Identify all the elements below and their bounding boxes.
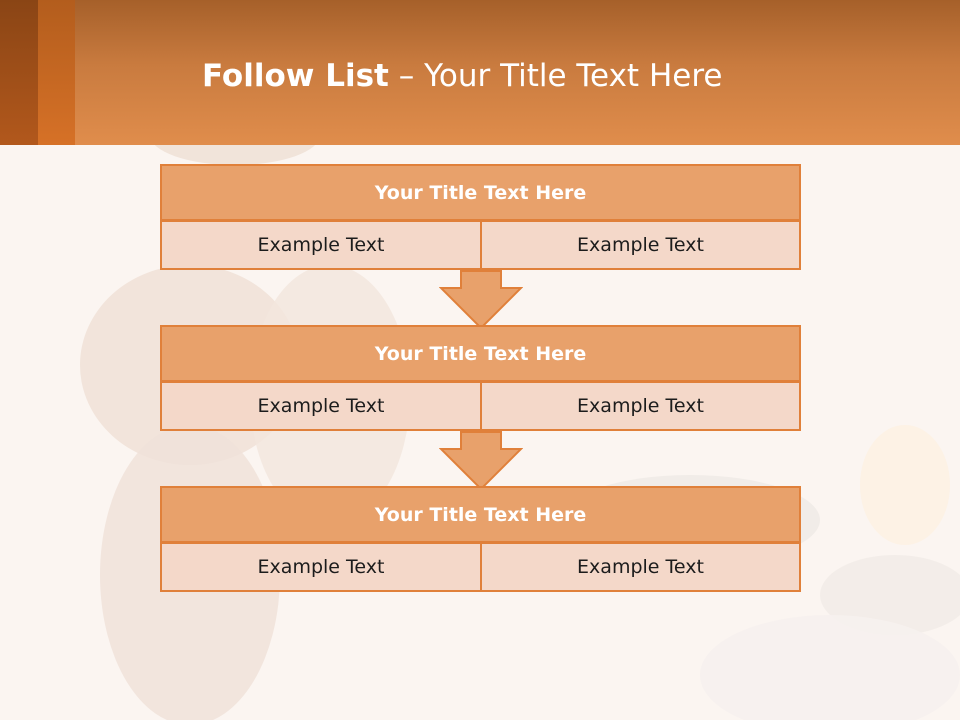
step-cell-right: Example Text — [480, 381, 801, 431]
step-box-3: Your Title Text Here Example Text Exampl… — [160, 486, 801, 592]
slide-title-rest: – Your Title Text Here — [388, 58, 723, 94]
step-cell-right: Example Text — [480, 220, 801, 270]
step-cell-left: Example Text — [160, 381, 482, 431]
step-title: Your Title Text Here — [160, 486, 801, 543]
step-title: Your Title Text Here — [160, 325, 801, 382]
header-accent-stripe — [0, 0, 38, 145]
step-box-2: Your Title Text Here Example Text Exampl… — [160, 325, 801, 433]
step-cell-left: Example Text — [160, 542, 482, 592]
step-cell-left: Example Text — [160, 220, 482, 270]
step-box-1: Your Title Text Here Example Text Exampl… — [160, 164, 801, 272]
down-arrow-icon — [439, 270, 523, 330]
slide-title-bold: Follow List — [202, 58, 389, 94]
step-cell-right: Example Text — [480, 542, 801, 592]
header-accent-stripe-2 — [38, 0, 75, 145]
slide-title: Follow List – Your Title Text Here — [202, 56, 722, 96]
down-arrow-icon — [439, 431, 523, 491]
step-title: Your Title Text Here — [160, 164, 801, 221]
header-bar: Follow List – Your Title Text Here — [0, 0, 960, 145]
